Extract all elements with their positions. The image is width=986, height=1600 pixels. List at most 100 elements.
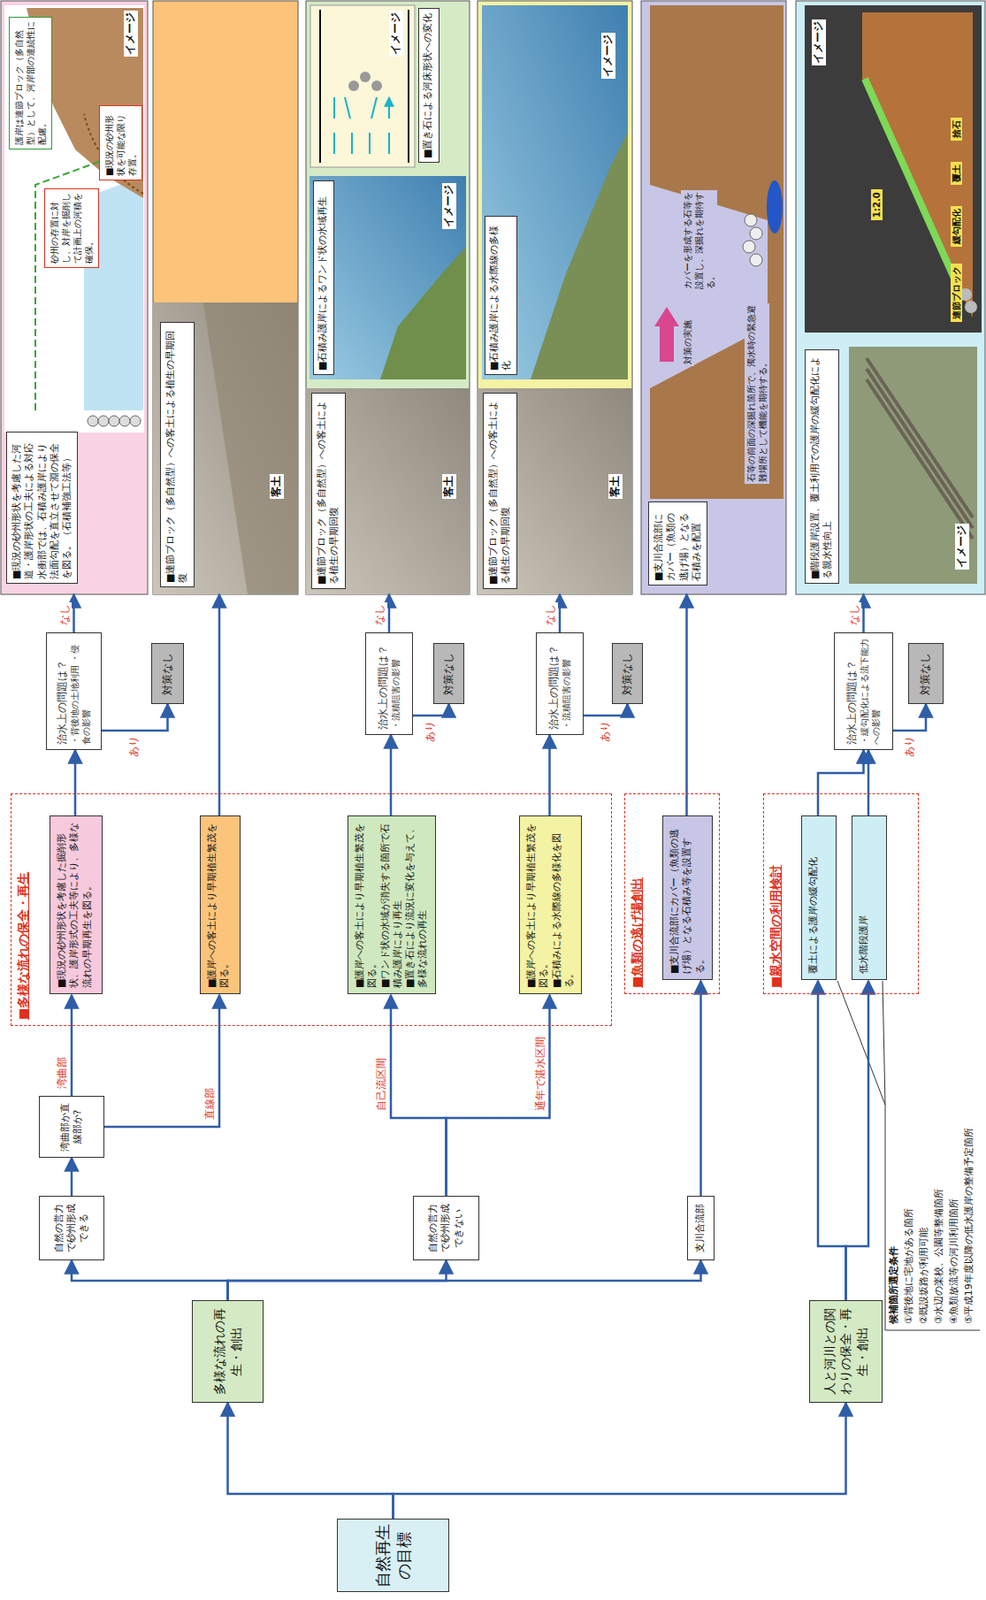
- block: [108, 415, 120, 427]
- cover-stone: [744, 214, 757, 227]
- caption-box: ■石積み護岸による水際線の多様化: [484, 215, 518, 375]
- measure-box: ■護岸への客土により早期植生繁茂を図る。■石積みによる水際線の多様化を図る。: [519, 815, 582, 994]
- panel-ground: [152, 0, 299, 595]
- placed-stone: [348, 80, 360, 92]
- caption-box: ■現況の砂州形状を考慮した河道・護岸形状の工夫による対応水衝部では、石積み護岸に…: [6, 431, 78, 584]
- edge-label: なし: [58, 602, 73, 627]
- node-text: ■護岸への客土により早期植生繁茂を図る。: [206, 821, 232, 988]
- node-text: ■護岸への客土により早期植生繁茂を図る。: [525, 821, 551, 988]
- cover-stone: [742, 240, 756, 253]
- action-arrow: [654, 306, 680, 362]
- node-text: 覆土による護岸の緩勾配化: [807, 821, 820, 974]
- node-text: 治水上の問題は？: [376, 644, 391, 730]
- section-image: [804, 5, 982, 333]
- caption-box: ■支川合流部にカバー（魚類の逃げ場）となる石積みを配置: [648, 501, 708, 586]
- flow-connector: [218, 594, 222, 817]
- photo-soil: [203, 302, 299, 595]
- flow-arrow: [334, 97, 390, 154]
- photo: [152, 302, 299, 595]
- callout-box: ■現況の砂州形状を可能な限り存置。: [99, 105, 143, 181]
- group-title: ■魚類の逃げ場創出: [628, 799, 645, 988]
- measure-group: ■現況の砂州形状を考慮した掘削形状、護岸形式の工夫等により、多様な流れの早期再生…: [10, 793, 612, 1026]
- caption-box: ■連節ブロック（多自然型）への客土による植生の早期回復: [160, 321, 195, 588]
- block: [119, 415, 130, 427]
- measure-group: ■支川合流部にカバー（魚類の逃げ場）となる石積み等を設置する。■魚類の逃げ場創出: [624, 793, 720, 994]
- node-text: ■ワンド状の水域が消失する箇所で石積み護岸により再生: [379, 821, 406, 988]
- node-text: 水衝部では、石積み護岸により法面勾配を直立させて淵の保全を図る。（石積補強工法等…: [36, 435, 75, 580]
- node-text: 湾曲部か直線部か?: [59, 1100, 85, 1154]
- node-text: ・背後地の土地利用 ・侵食の影響: [68, 637, 92, 745]
- edge-label: あり: [598, 718, 613, 744]
- node-text: ■護岸への客土により早期植生繁茂を図る。: [353, 821, 380, 988]
- node-text: 治水上の問題は？: [547, 644, 562, 730]
- node-text: 砂州の存置に対し、対岸を掘削して計画上の河積を確保。: [48, 192, 95, 264]
- no-action-box: 対策なし: [908, 642, 944, 704]
- node-text: 自然再生の目標: [372, 1522, 414, 1588]
- node-text: ■現況の砂州形状を考慮した掘削形状、護岸形式の工夫等により、多様な流れの早期再生…: [55, 821, 94, 988]
- image: [310, 5, 415, 168]
- no-action-box: 対策なし: [151, 642, 184, 704]
- group-title: ■親水空間の利用検討: [767, 799, 784, 988]
- block: [129, 415, 141, 427]
- decision-box: 治水上の問題は？・緩勾配化による流下能力への影響: [833, 632, 894, 750]
- caption-box: ■石積み護岸によるワンド状の水域再生: [313, 180, 335, 375]
- node-text: ■連節ブロック（多自然型）への客土による植生の早期回復: [487, 397, 513, 585]
- node-text: 対策なし: [442, 652, 457, 696]
- part-label: 1:2.0: [871, 189, 883, 221]
- image: [309, 175, 467, 380]
- node-text: ■石積み護岸によるワンド状の水域再生: [316, 184, 329, 371]
- flow-connector: [101, 703, 169, 731]
- image-label: イメージ: [442, 183, 457, 230]
- image-label: 客土: [269, 473, 284, 499]
- measure-box: ■護岸への客土により早期植生繁茂を図る。■ワンド状の水域が消失する箇所で石積み護…: [347, 815, 436, 994]
- callout-text: 対策の実施: [680, 300, 695, 367]
- condition-box: 支川合流部: [687, 1195, 715, 1261]
- goal-box: 多様な流れの再生・創出: [191, 1299, 264, 1403]
- result-panel: 砂州の存置に対し、対岸を掘削して計画上の河積を確保。■現況の砂州形状を可能な限り…: [0, 0, 148, 595]
- edge-label: あり: [423, 718, 438, 744]
- part-label: 覆土: [950, 161, 963, 185]
- part-label: 緩勾配化: [950, 206, 963, 247]
- measure-box: 低水階段護岸: [851, 815, 887, 980]
- image-label: イメージ: [123, 10, 138, 57]
- part-label: 捨石: [950, 117, 963, 141]
- panel-ground: [641, 0, 787, 595]
- caption-box: ■連節ブロック（多自然型）への客土による植生の早期回復: [482, 392, 518, 589]
- flow-connector: [70, 1157, 74, 1196]
- caption-box: ■連節ブロック（多自然型）への客土による植生の早期回復: [311, 392, 346, 589]
- flow-connector: [583, 703, 628, 716]
- node-text: 対策なし: [160, 652, 176, 696]
- image-label: イメージ: [811, 19, 826, 66]
- flow-connector: [393, 1402, 847, 1519]
- flow-connector: [71, 1260, 229, 1300]
- block: [98, 415, 109, 427]
- node-text: ・緩勾配化による流下能力への影響: [858, 637, 882, 745]
- node-text: ■連節ブロック（多自然型）への客土による植生の早期回復: [315, 397, 342, 585]
- condition-box: 自然の営力で砂州形成できる: [38, 1195, 105, 1261]
- flow-connector: [70, 994, 74, 1096]
- node-text: 自然の営力で砂州形成できない: [427, 1200, 466, 1256]
- decision-box: 湾曲部か直線部か?: [38, 1095, 105, 1158]
- panel-ground: [305, 0, 470, 595]
- edge-label: あり: [127, 733, 142, 759]
- image-label: イメージ: [601, 32, 616, 79]
- photo: [848, 346, 978, 584]
- image-label: イメージ: [389, 10, 404, 57]
- flow-connector: [72, 594, 76, 633]
- node-text: 多様な流れの再生・創出: [211, 1306, 244, 1397]
- bank-line: [407, 9, 410, 163]
- callout-box: 護岸は連節ブロック（多自然型）として、河岸部の連続性に配慮。: [8, 16, 53, 150]
- edge-label: 自己流区間: [374, 1055, 390, 1113]
- decision-box: 治水上の問題は？・流積阻害の影響: [365, 632, 413, 735]
- no-action-box: 対策なし: [611, 642, 643, 704]
- result-panel: ■石積み護岸によるワンド状の水域再生■置き石による河床形状への変化■連節ブロック…: [305, 0, 470, 595]
- note-text: ②既設坂路が利用可能: [917, 1085, 931, 1324]
- block: [87, 415, 99, 427]
- flow-connector: [389, 734, 393, 817]
- flow-connector: [685, 594, 688, 817]
- node-text: ■石積み護岸による水際線の多様化: [488, 220, 514, 371]
- measure-box: ■護岸への客土により早期植生繁茂を図る。: [199, 815, 241, 994]
- callout-text: 石等の前面の深掘れ箇所で、濁水時の緊急避難場所として機能を期待する。: [744, 303, 770, 484]
- image-label: 客土: [608, 473, 623, 499]
- flow-connector: [548, 734, 551, 817]
